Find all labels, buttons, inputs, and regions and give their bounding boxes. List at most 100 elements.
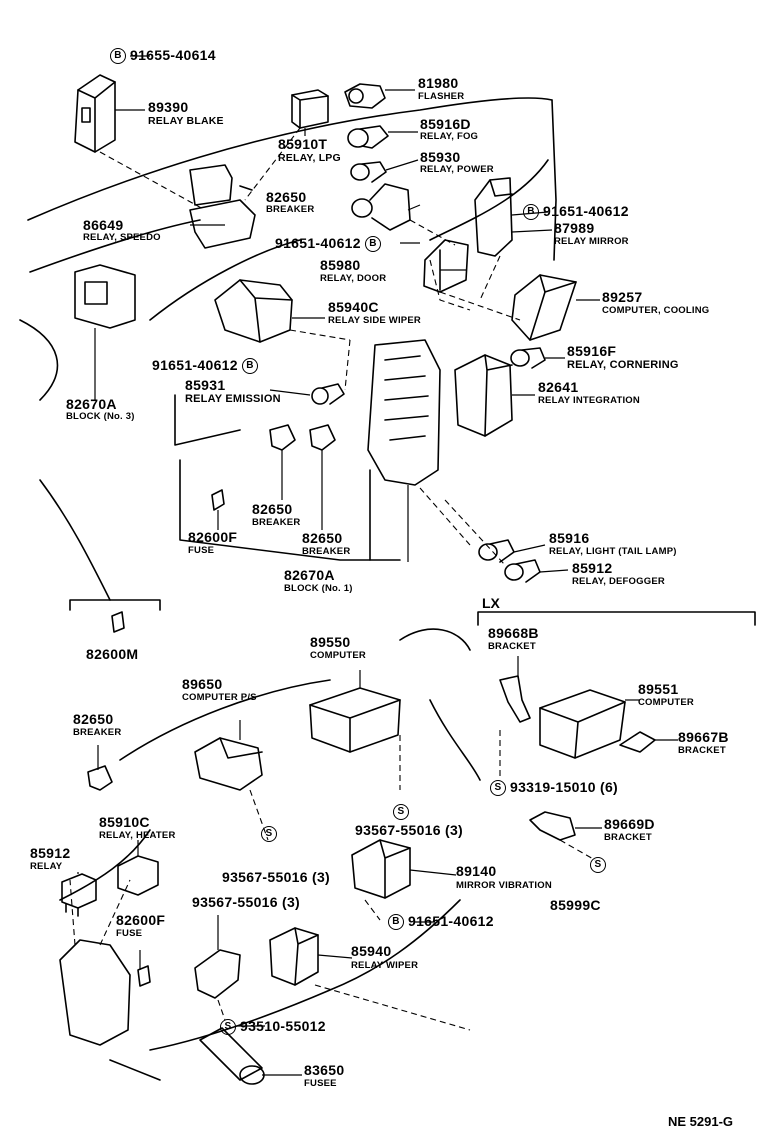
s-marker-icon: S — [261, 826, 277, 843]
part-desc-86649: RELAY, SPEEDO — [83, 232, 161, 243]
flasher-drawing — [344, 83, 386, 109]
part-desc-82650-left: BREAKER — [73, 727, 122, 738]
part-number-82641: 82641 — [538, 379, 579, 395]
s-marker-icon: S — [393, 804, 409, 821]
drawing-code: NE 5291-G — [668, 1114, 734, 1129]
b-marker-icon: B — [242, 358, 259, 375]
b-marker-icon: B — [388, 914, 404, 931]
part-desc-85916D: RELAY, FOG — [420, 131, 479, 142]
relay-wiper-drawing — [269, 927, 319, 986]
breaker-drawing-top — [351, 183, 411, 231]
part-number-82600F-left: 82600F — [116, 912, 166, 928]
computer-lx-drawing — [539, 689, 626, 759]
part-desc-82650-right: BREAKER — [302, 546, 351, 557]
label-s-marker-93567a: S — [393, 804, 413, 821]
computer-drawing — [309, 687, 401, 753]
part-desc-85910C: RELAY, HEATER — [99, 830, 176, 841]
part-desc-82650-mid: BREAKER — [252, 517, 301, 528]
part-desc-85912-relay: RELAY — [30, 861, 63, 872]
part-number-85912-defogger: 85912 — [572, 560, 613, 576]
label-91651-40612-b: 91651-40612 B — [275, 236, 385, 253]
part-number-85940C: 85940C — [328, 299, 379, 315]
part-desc-87989: RELAY MIRROR — [554, 236, 629, 247]
part-desc-82650-top: BREAKER — [266, 204, 315, 215]
s-marker-icon: S — [590, 857, 606, 874]
part-number-85980: 85980 — [320, 257, 361, 273]
mirror-vibration-drawing — [351, 839, 411, 899]
part-number-87989: 87989 — [554, 220, 595, 236]
label-s-marker-93567c: S — [590, 857, 610, 874]
part-number-85916D: 85916D — [420, 116, 471, 132]
relay-cornering-drawing — [510, 347, 546, 369]
part-number-93567-c: 85999C — [550, 897, 601, 913]
part-desc-85916: RELAY, LIGHT (TAIL LAMP) — [549, 546, 677, 557]
part-number-85916: 85916 — [549, 530, 590, 546]
bracket-c-drawing — [194, 949, 241, 999]
part-desc-85940C: RELAY SIDE WIPER — [328, 315, 421, 326]
part-number-85999C: 93567-55016 (3) — [192, 894, 301, 910]
part-number-82650-left: 82650 — [73, 711, 114, 727]
part-desc-81980: FLASHER — [418, 91, 465, 102]
part-number-86649: 86649 — [83, 217, 124, 233]
part-number-89257: 89257 — [602, 289, 643, 305]
relay-side-wiper-drawing — [214, 279, 293, 343]
part-number-89668B: 89668B — [488, 625, 539, 641]
part-desc-85931: RELAY EMISSION — [185, 393, 281, 405]
part-number-83650: 83650 — [304, 1062, 345, 1078]
part-number-82600F: 82600F — [188, 529, 238, 545]
part-number-89390: 89390 — [148, 99, 189, 115]
part-number-82670A-no1: 82670A — [284, 567, 335, 583]
part-desc-85912-defogger: RELAY, DEFOGGER — [572, 576, 665, 587]
part-desc-89390: RELAY BLAKE — [148, 115, 224, 127]
part-number-93567-b: 93567-55016 (3) — [222, 869, 331, 885]
fuse-left-drawing — [137, 965, 151, 987]
relay-lpg-drawing — [291, 89, 329, 129]
junction-block-drawing — [59, 939, 131, 1046]
fuse-drawing — [211, 489, 225, 511]
part-desc-85980: RELAY, DOOR — [320, 273, 387, 284]
part-desc-89650: COMPUTER P/S — [182, 692, 257, 703]
part-desc-89667B: BRACKET — [678, 745, 726, 756]
block-no3-drawing — [74, 264, 136, 329]
part-number-89669D: 89669D — [604, 816, 655, 832]
bracket-drawing-d — [529, 811, 576, 841]
s-marker-icon: S — [220, 1019, 236, 1036]
part-number-85931: 85931 — [185, 377, 226, 393]
part-desc-82641: RELAY INTEGRATION — [538, 395, 640, 406]
bracket-drawing-b — [619, 731, 656, 753]
breaker-drawing-mid — [269, 424, 336, 451]
relay-power-drawing — [350, 161, 387, 183]
relay-defogger-drawing — [504, 559, 541, 583]
part-desc-82670A-no3: BLOCK (No. 3) — [66, 411, 135, 422]
relay-integration-drawing — [454, 354, 513, 437]
part-number-89140: 89140 — [456, 863, 497, 879]
computer-cooling-drawing — [511, 274, 577, 341]
part-desc-89140: MIRROR VIBRATION — [456, 880, 552, 891]
computer-ps-drawing — [194, 737, 263, 791]
part-number-89667B: 89667B — [678, 729, 729, 745]
label-91651-40612-c: 91651-40612 B — [152, 358, 262, 375]
part-desc-82670A-no1: BLOCK (No. 1) — [284, 583, 353, 594]
relay-tail-lamp-drawing — [478, 539, 515, 563]
label-s-marker-93567b: S — [261, 826, 281, 843]
part-number-85916F: 85916F — [567, 343, 617, 359]
part-number-85940: 85940 — [351, 943, 392, 959]
part-desc-89550: COMPUTER — [310, 650, 366, 661]
part-number-81980: 81980 — [418, 75, 459, 91]
relay-blake-drawing — [74, 74, 116, 153]
part-desc-89668B: BRACKET — [488, 641, 536, 652]
part-desc-89669D: BRACKET — [604, 832, 652, 843]
dashboard-outline — [27, 97, 553, 221]
relay-door-drawing — [423, 239, 469, 293]
b-marker-icon: B — [523, 204, 539, 221]
part-number-89650: 89650 — [182, 676, 223, 692]
part-number-82650-top: 82650 — [266, 189, 307, 205]
relay-heater-drawing — [117, 855, 159, 896]
part-desc-85930: RELAY, POWER — [420, 164, 494, 175]
part-desc-89257: COMPUTER, COOLING — [602, 305, 710, 316]
part-desc-82600F-left: FUSE — [116, 928, 143, 939]
part-desc-89551: COMPUTER — [638, 697, 694, 708]
part-desc-85910T: RELAY, LPG — [278, 152, 341, 164]
